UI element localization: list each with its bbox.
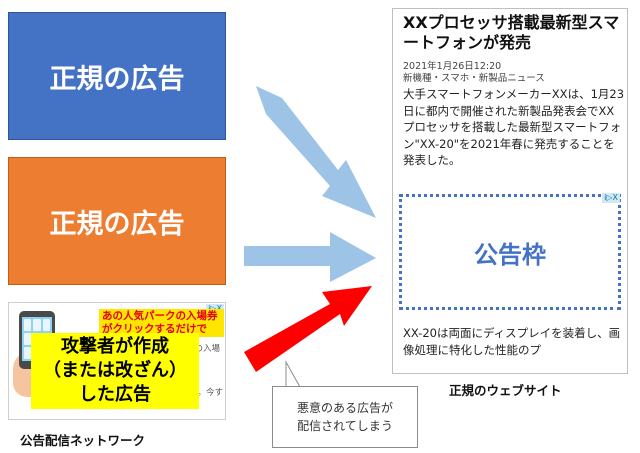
promo-headline: あの人気パークの入場券がクリックするだけで [99,309,224,337]
ad-slot[interactable]: 公告枠 [399,194,621,310]
article-title[interactable]: XXプロセッサ搭載最新型スマートフォンが発売 [403,13,620,52]
attacker-label: 攻撃者が作成 （または改ざん） した広告 [31,333,199,409]
legit-ad-label: 正規の広告 [49,63,185,95]
arrow-legit-ad-1 [256,86,376,218]
arrow-malicious-ad [244,286,372,372]
legit-ad-blue[interactable]: 正規の広告 [8,12,226,140]
article-body: 大手スマートフォンメーカーXXは、1月23日に都内で開催された新製品発表会でXX… [403,87,625,167]
legit-ad-orange[interactable]: 正規の広告 [8,157,226,285]
network-caption: 公告配信ネットワーク [20,433,146,448]
website-caption: 正規のウェブサイト [449,383,562,398]
legit-ad-label: 正規の広告 [49,208,185,240]
article-category[interactable]: 新機種・スマホ・新製品ニュース [403,73,545,84]
article-continuation: XX-20は両面にディスプレイを装着し、画像処理に特化した性能のプ [403,326,621,357]
legit-website: XXプロセッサ搭載最新型スマートフォンが発売 2021年1月26日12:20 新… [392,8,628,374]
arrow-legit-ad-2 [244,232,376,282]
ad-slot-label: 公告枠 [474,240,546,269]
callout-note: 悪意のある広告が 配信されてしまう [272,386,418,448]
malicious-ad[interactable]: i▷X あの人気パークの入場券がクリックするだけで パークの入場券プ するだけで… [8,302,226,420]
ad-info-icon[interactable]: i▷X [602,193,620,203]
article-date: 2021年1月26日12:20 [403,61,502,72]
